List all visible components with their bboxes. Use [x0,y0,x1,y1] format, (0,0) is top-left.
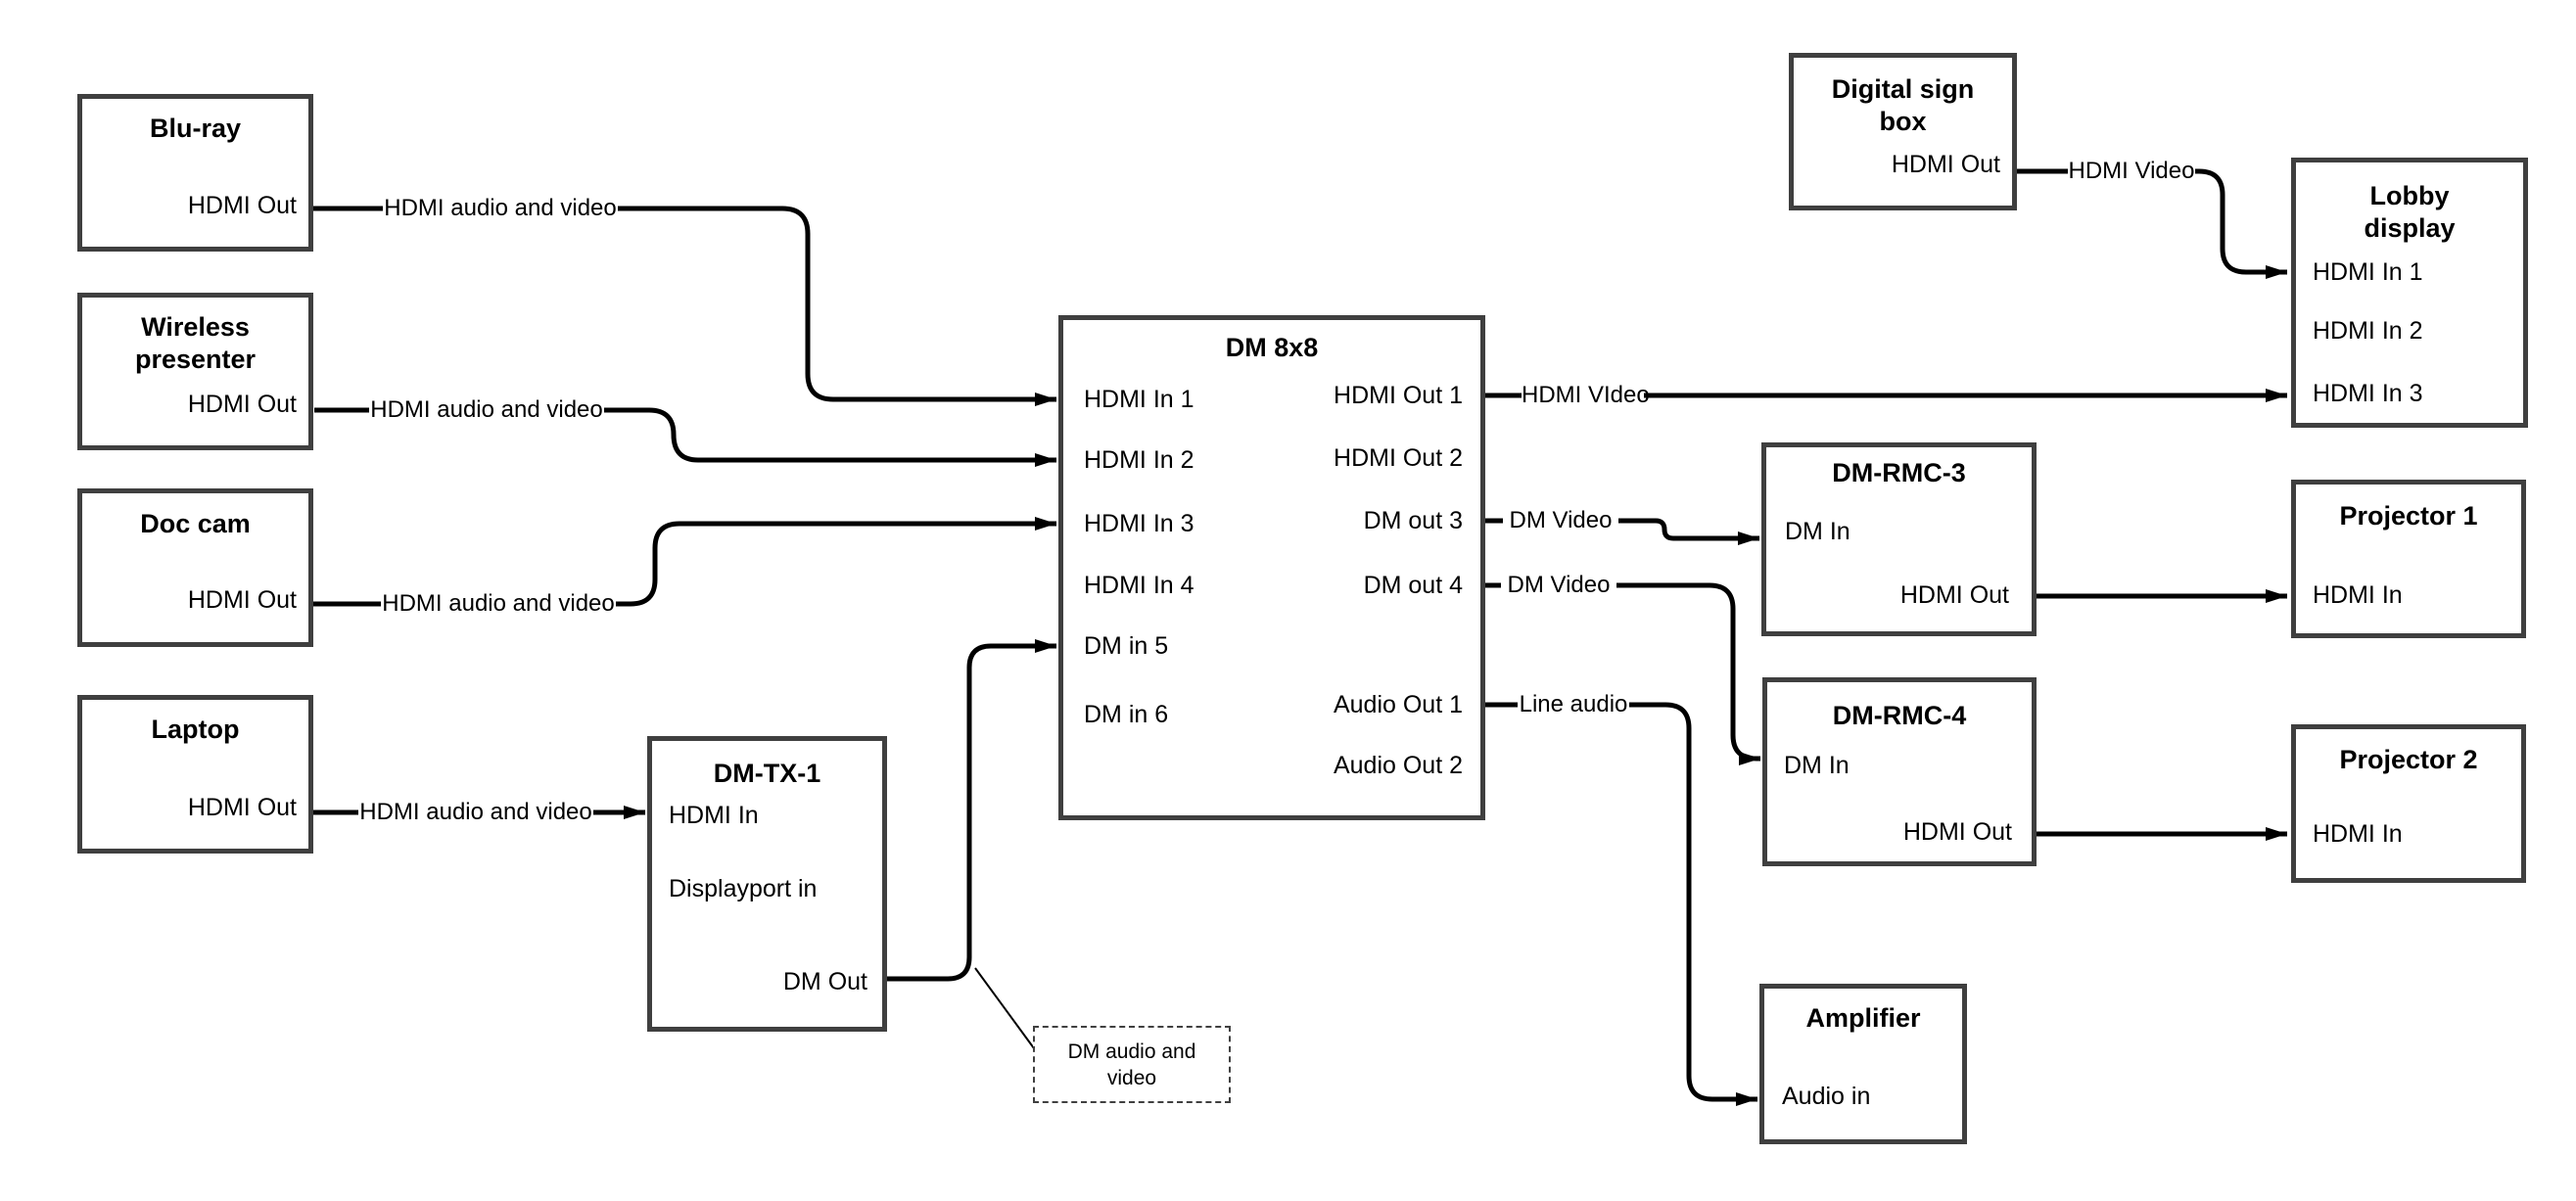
node-dm-rmc-3: DM-RMC-3 DM In HDMI Out [1761,442,2037,636]
callout-leader-line [974,967,1035,1049]
dm-8x8-port-hdmi-in-2: HDMI In 2 [1084,446,1194,474]
blu-ray-title: Blu-ray [149,114,242,143]
node-lobby-display: Lobby display HDMI In 1 HDMI In 2 HDMI I… [2291,158,2528,428]
doc-cam-title: Doc cam [140,509,251,538]
edge-label-wireless-hdmi-audio-video: HDMI audio and video [369,396,604,423]
projector-2-title: Projector 2 [2339,745,2478,774]
wireless-presenter-title: Wireless presenter [134,312,257,374]
laptop-title: Laptop [151,715,240,744]
projector-1-title: Projector 1 [2339,501,2478,531]
callout-dm-audio-video-text: DM audio and video [1067,1039,1196,1089]
lobby-display-port-hdmi-in-1: HDMI In 1 [2313,258,2423,286]
amplifier-title: Amplifier [1805,1003,1921,1033]
node-dm-tx-1: DM-TX-1 HDMI In Displayport in DM Out [647,736,887,1032]
node-digital-sign-box: Digital sign box HDMI Out [1789,53,2017,210]
connector-dm8x8-dm-out-4-to-rmc4-dm-in [1485,582,1760,765]
dm-rmc-3-title: DM-RMC-3 [1832,458,1966,487]
dm-8x8-port-dm-out-3: DM out 3 [1363,507,1463,534]
dm-8x8-port-hdmi-out-2: HDMI Out 2 [1334,444,1463,472]
lobby-display-port-hdmi-in-2: HDMI In 2 [2313,317,2423,345]
edge-label-dm-video-out3: DM Video [1503,508,1618,533]
dm-rmc-3-port-dm-in: DM In [1785,518,1850,545]
connector-wireless-to-dm8x8-hdmi-in-2 [314,407,1056,467]
dm-8x8-port-dm-out-4: DM out 4 [1363,572,1463,599]
connector-sign-to-lobby-hdmi-in-1 [2017,168,2287,279]
dm-tx-1-port-dm-out: DM Out [782,968,867,995]
edge-label-line-audio: Line audio [1518,691,1629,717]
edge-label-hdmi-video-out1: HDMI VIdeo [1522,382,1650,408]
edge-label-laptop-hdmi-audio-video: HDMI audio and video [358,799,593,825]
dm-rmc-4-port-hdmi-out: HDMI Out [1902,818,2012,846]
lobby-display-title: Lobby display [2364,181,2456,243]
dm-tx-1-port-displayport-in: Displayport in [669,875,818,902]
node-dm-8x8: DM 8x8 HDMI In 1 HDMI In 2 HDMI In 3 HDM… [1058,315,1485,820]
node-wireless-presenter: Wireless presenter HDMI Out [77,293,313,450]
dm-8x8-port-dm-in-5: DM in 5 [1084,632,1169,660]
edge-label-sign-hdmi-video: HDMI Video [2068,158,2195,184]
connector-dm8x8-dm-out-3-to-rmc3-dm-in [1485,518,1759,545]
dm-8x8-port-audio-out-2: Audio Out 2 [1333,752,1463,779]
doc-cam-port-hdmi-out: HDMI Out [187,586,297,614]
node-projector-2: Projector 2 HDMI In [2291,724,2526,883]
lobby-display-port-hdmi-in-3: HDMI In 3 [2313,380,2423,407]
dm-8x8-port-hdmi-in-1: HDMI In 1 [1084,386,1194,413]
node-amplifier: Amplifier Audio in [1759,984,1967,1144]
edge-label-doccam-hdmi-audio-video: HDMI audio and video [381,590,616,617]
dm-8x8-port-audio-out-1: Audio Out 1 [1333,691,1463,718]
connector-bluray-to-dm8x8-hdmi-in-1 [311,206,1056,406]
node-doc-cam: Doc cam HDMI Out [77,488,313,647]
dm-8x8-port-dm-in-6: DM in 6 [1084,701,1169,728]
blu-ray-port-hdmi-out: HDMI Out [187,192,297,219]
dm-8x8-port-hdmi-in-4: HDMI In 4 [1084,572,1194,599]
node-laptop: Laptop HDMI Out [77,695,313,854]
dm-tx-1-port-hdmi-in: HDMI In [669,802,759,829]
dm-8x8-port-hdmi-in-3: HDMI In 3 [1084,510,1194,537]
node-projector-1: Projector 1 HDMI In [2291,480,2526,638]
projector-1-port-hdmi-in: HDMI In [2313,581,2403,609]
dm-rmc-4-port-dm-in: DM In [1784,752,1850,779]
dm-rmc-4-title: DM-RMC-4 [1832,701,1967,730]
connector-dmtx1-to-dm8x8-dm-in-5 [887,639,1056,982]
dm-8x8-port-hdmi-out-1: HDMI Out 1 [1334,382,1463,409]
edge-label-dm-video-out4: DM Video [1501,573,1616,598]
amplifier-port-audio-in: Audio in [1782,1083,1871,1110]
dm-8x8-title: DM 8x8 [1225,333,1319,362]
laptop-port-hdmi-out: HDMI Out [187,794,297,821]
dm-rmc-3-port-hdmi-out: HDMI Out [1899,581,2009,609]
connector-doccam-to-dm8x8-hdmi-in-3 [313,517,1056,607]
wireless-presenter-port-hdmi-out: HDMI Out [187,391,297,418]
edge-label-bluray-hdmi-audio-video: HDMI audio and video [383,195,618,221]
projector-2-port-hdmi-in: HDMI In [2313,820,2403,848]
dm-tx-1-title: DM-TX-1 [713,759,821,788]
digital-sign-box-title: Digital sign box [1831,74,1975,136]
callout-dm-audio-video: DM audio and video [1033,1026,1231,1103]
node-blu-ray: Blu-ray HDMI Out [77,94,313,252]
node-dm-rmc-4: DM-RMC-4 DM In HDMI Out [1762,677,2037,866]
connector-dm8x8-audio-out-1-to-amplifier [1485,702,1757,1106]
digital-sign-box-port-hdmi-out: HDMI Out [1891,151,2000,178]
